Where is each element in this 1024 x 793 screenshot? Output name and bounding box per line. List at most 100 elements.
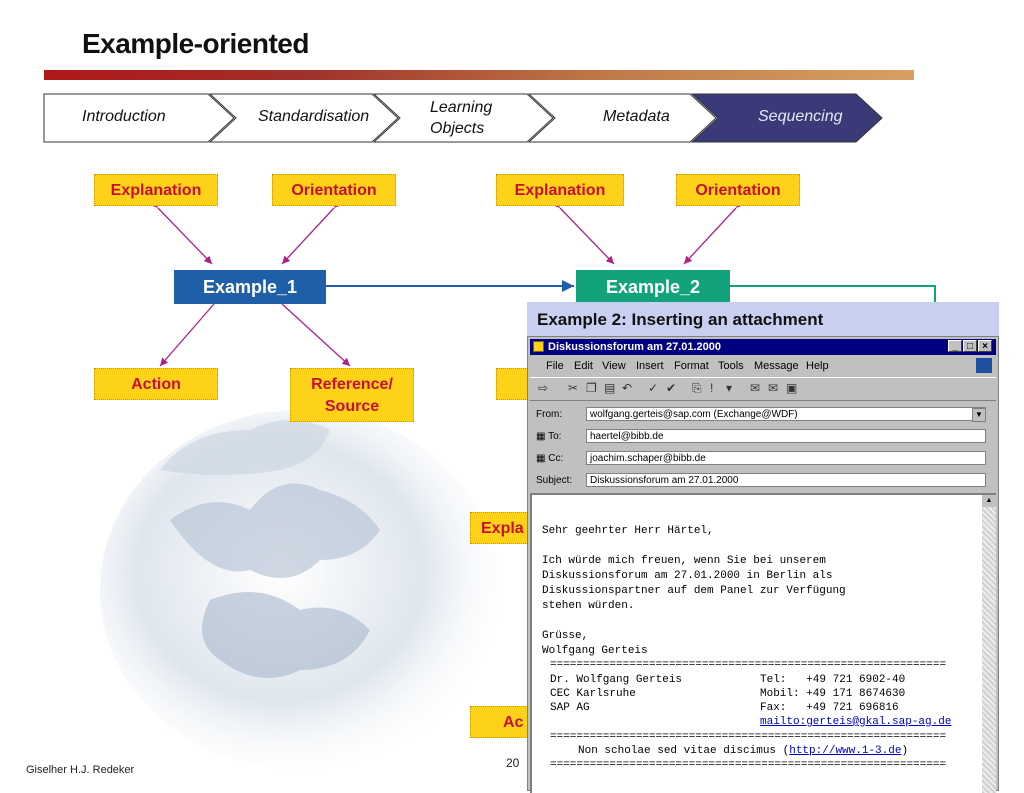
windows-logo-icon [976, 358, 992, 373]
signature-right: Tel: +49 721 6902-40 Mobil: +49 171 8674… [760, 673, 951, 729]
breadcrumb-label-metadata: Metadata [603, 108, 670, 125]
orientation-box-2: Orientation [676, 174, 800, 206]
breadcrumb-step-learning-objects[interactable] [372, 93, 554, 143]
from-label: From: [536, 409, 563, 420]
dropdown-icon[interactable]: ▾ [726, 381, 733, 395]
from-field[interactable]: wolfgang.gerteis@sap.com (Exchange@WDF) [586, 407, 986, 421]
spelling-icon[interactable]: ✔ [666, 381, 677, 395]
breadcrumb-label-standardisation: Standardisation [258, 108, 370, 125]
page-title: Example-oriented [82, 28, 309, 59]
email-window: Diskussionsforum am 27.01.2000 _ □ × Fil… [527, 336, 999, 793]
motto-end: ) [901, 745, 909, 757]
example-1-node: Example_1 [174, 270, 326, 304]
subject-label: Subject: [536, 475, 573, 486]
attach-icon[interactable]: ⎘ [692, 381, 702, 395]
breadcrumb-step-introduction[interactable] [43, 93, 235, 143]
address-book-icon[interactable]: ▦ [536, 431, 546, 442]
menu-help[interactable]: Help [806, 360, 829, 372]
signature-rule-top: ========================================… [550, 659, 947, 671]
breadcrumb-label-introduction: Introduction [82, 108, 166, 125]
breadcrumb-step-sequencing[interactable] [690, 93, 883, 143]
puzzle-globe-image [100, 410, 500, 770]
sig-mail-link[interactable]: mailto:gerteis@gkal.sap-ag.de [760, 716, 952, 728]
motto-link[interactable]: http://www.1-3.de [789, 745, 902, 757]
cc-field[interactable]: joachim.schaper@bibb.de [586, 451, 986, 465]
close-button[interactable]: × [978, 340, 992, 352]
sig-org: CEC Karlsruhe [550, 688, 636, 700]
explanation-box-1: Explanation [94, 174, 218, 206]
explanation-box-3-partial: Expla [470, 512, 530, 544]
menu-tools[interactable]: Tools [718, 360, 744, 372]
title-underline-bar [44, 70, 914, 80]
priority-icon[interactable]: ! [710, 381, 714, 395]
send-icon[interactable]: ⇨ [538, 381, 549, 395]
maximize-button[interactable]: □ [963, 340, 977, 352]
reference-source-box-1: Reference/ Source [290, 368, 414, 422]
motto-text: Non scholae sed vitae discimus ( [578, 745, 790, 757]
body-line: Wolfgang Gerteis [542, 645, 648, 657]
email-screenshot-panel: Example 2: Inserting an attachment Disku… [527, 302, 999, 793]
copy-icon[interactable]: ❐ [586, 381, 597, 395]
arrow-explanation-example2 [551, 199, 615, 265]
address-book-icon[interactable]: ▦ [536, 453, 546, 464]
sig-mobile: Mobil: +49 171 8674630 [760, 688, 906, 700]
email-body[interactable]: Sehr geehrter Herr Härtel, Ich würde mic… [530, 493, 996, 793]
orientation-box-1: Orientation [272, 174, 396, 206]
undo-icon[interactable]: ↶ [622, 381, 633, 395]
check-names-icon[interactable]: ✓ [648, 381, 659, 395]
offline-icon[interactable]: ▣ [786, 381, 798, 395]
signature-left: Dr. Wolfgang Gerteis CEC Karlsruhe SAP A… [550, 673, 682, 715]
envelope-icon [533, 341, 544, 352]
footer-author: Giselher H.J. Redeker [26, 764, 135, 776]
breadcrumb-label-sequencing: Sequencing [758, 108, 843, 125]
arrow-action-example1 [159, 295, 223, 367]
email-menubar: File Edit View Insert Format Tools Messa… [530, 357, 996, 375]
example-2-node: Example_2 [576, 270, 730, 304]
minimize-button[interactable]: _ [948, 340, 962, 352]
body-line: stehen würden. [542, 600, 635, 612]
motto-line: Non scholae sed vitae discimus (http://w… [578, 745, 908, 757]
menu-edit[interactable]: Edit [574, 360, 593, 372]
menu-message[interactable]: Message [754, 360, 799, 372]
email-toolbar: ⇨ ✂ ❐ ▤ ↶ ✓ ✔ ⎘ ! ▾ ✉ ✉ ▣ [530, 377, 996, 401]
menu-insert[interactable]: Insert [636, 360, 664, 372]
paste-icon[interactable]: ▤ [604, 381, 616, 395]
page-number: 20 [506, 756, 520, 770]
body-line: Ich würde mich freuen, wenn Sie bei unse… [542, 555, 826, 567]
email-body-text: Sehr geehrter Herr Härtel, Ich würde mic… [542, 509, 846, 659]
menu-file[interactable]: File [546, 360, 564, 372]
email-panel-heading: Example 2: Inserting an attachment [527, 302, 999, 336]
connector-arrows [149, 199, 745, 367]
cc-label: ▦ Cc: [536, 453, 563, 464]
breadcrumb-step-standardisation[interactable] [208, 93, 399, 143]
body-line: Sehr geehrter Herr Härtel, [542, 525, 714, 537]
sig-name: Dr. Wolfgang Gerteis [550, 674, 683, 686]
email-window-titlebar[interactable]: Diskussionsforum am 27.01.2000 _ □ × [530, 339, 996, 355]
sig-fax: Fax: +49 721 696816 [760, 702, 899, 714]
breadcrumb-step-metadata[interactable] [527, 93, 717, 143]
email-scrollbar[interactable]: ▲ [982, 495, 996, 793]
arrow-explanation-example1 [149, 199, 213, 265]
arrow-orientation-example2 [683, 199, 745, 265]
cut-icon[interactable]: ✂ [568, 381, 579, 395]
menu-format[interactable]: Format [674, 360, 709, 372]
connector-example2-out [730, 285, 936, 302]
cc-label-text: Cc: [548, 453, 564, 464]
to-label-text: To: [548, 431, 562, 442]
scroll-up-icon[interactable]: ▲ [982, 495, 996, 507]
encrypt-icon[interactable]: ✉ [768, 381, 779, 395]
to-label: ▦ To: [536, 431, 561, 442]
action-box-2-partial [496, 368, 530, 400]
body-line: Diskussionsforum am 27.01.2000 in Berlin… [542, 570, 833, 582]
menu-view[interactable]: View [602, 360, 626, 372]
sign-icon[interactable]: ✉ [750, 381, 761, 395]
arrow-orientation-example1 [281, 199, 343, 265]
body-line: Diskussionspartner auf dem Panel zur Ver… [542, 585, 846, 597]
from-dropdown-icon[interactable]: ▼ [972, 408, 986, 422]
arrow-reference-example1 [273, 295, 351, 367]
sig-tel: Tel: +49 721 6902-40 [760, 674, 906, 686]
to-field[interactable]: haertel@bibb.de [586, 429, 986, 443]
subject-field[interactable]: Diskussionsforum am 27.01.2000 [586, 473, 986, 487]
sig-company: SAP AG [550, 702, 590, 714]
